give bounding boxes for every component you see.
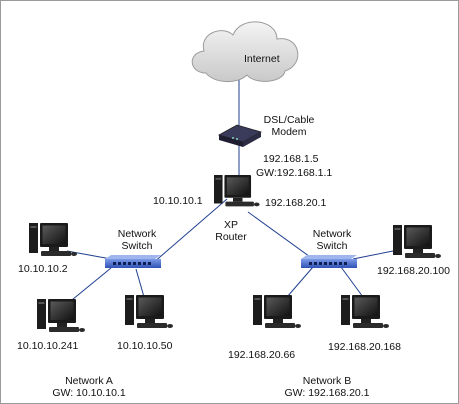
- network-b-caption: Network B GW: 192.168.20.1: [269, 375, 385, 399]
- host-10-10-10-241-icon: [37, 299, 85, 332]
- router-label: XP Router: [208, 219, 254, 243]
- wan-ip-label: 192.168.1.5: [263, 153, 319, 165]
- host-192-168-20-100-icon: [393, 225, 441, 258]
- network-b-name: Network B: [302, 375, 352, 387]
- network-a-gateway: GW: 10.10.10.1: [52, 387, 126, 399]
- switch-a-label-line-1: Network: [117, 228, 157, 240]
- switch-a-icon: [105, 255, 161, 268]
- link-switch-a-host-50: [135, 268, 145, 298]
- wan-gateway-label: GW:192.168.1.1: [256, 167, 333, 179]
- link-switch-a-host-241: [66, 267, 112, 305]
- modem-label-line-1: DSL/Cable: [263, 114, 315, 126]
- host-192-168-20-168-icon: [341, 295, 389, 328]
- switch-b-label-line-2: Switch: [316, 240, 348, 252]
- internet-cloud-icon: [191, 21, 299, 82]
- host-10-10-10-2-icon: [29, 223, 77, 256]
- link-router-switch-b: [247, 211, 314, 260]
- host-label: 10.10.10.50: [117, 340, 173, 352]
- host-label: 10.10.10.241: [17, 340, 79, 352]
- router-ip-a-label: 10.10.10.1: [153, 195, 203, 207]
- network-a-caption: Network A GW: 10.10.10.1: [41, 375, 137, 399]
- host-label: 10.10.10.2: [18, 263, 68, 275]
- network-links: [66, 79, 394, 305]
- link-switch-b-host-100: [352, 250, 394, 260]
- modem-label-line-2: Modem: [271, 126, 307, 138]
- router-label-line-1: XP: [223, 219, 238, 231]
- network-b-gateway: GW: 192.168.20.1: [284, 387, 370, 399]
- router-computer-icon: [214, 175, 260, 207]
- host-label: 192.168.20.100: [377, 265, 450, 277]
- link-switch-b-host-66: [286, 266, 314, 298]
- switch-a-label: Network Switch: [109, 228, 165, 252]
- switch-b-icon: [301, 255, 357, 268]
- switch-b-label: Network Switch: [304, 228, 360, 252]
- modem-icon: [217, 124, 263, 147]
- network-a-name: Network A: [65, 375, 113, 387]
- router-ip-b-label: 192.168.20.1: [265, 197, 327, 209]
- link-switch-b-host-168: [340, 266, 364, 298]
- host-label: 192.168.20.168: [328, 341, 401, 353]
- internet-label: Internet: [244, 53, 280, 65]
- link-router-switch-a: [152, 198, 228, 264]
- switch-b-label-line-1: Network: [312, 228, 352, 240]
- modem-label: DSL/Cable Modem: [257, 114, 321, 138]
- host-10-10-10-50-icon: [125, 295, 173, 328]
- router-label-line-2: Router: [215, 231, 247, 243]
- host-192-168-20-66-icon: [253, 295, 301, 328]
- switch-a-label-line-2: Switch: [121, 240, 153, 252]
- host-label: 192.168.20.66: [228, 349, 296, 361]
